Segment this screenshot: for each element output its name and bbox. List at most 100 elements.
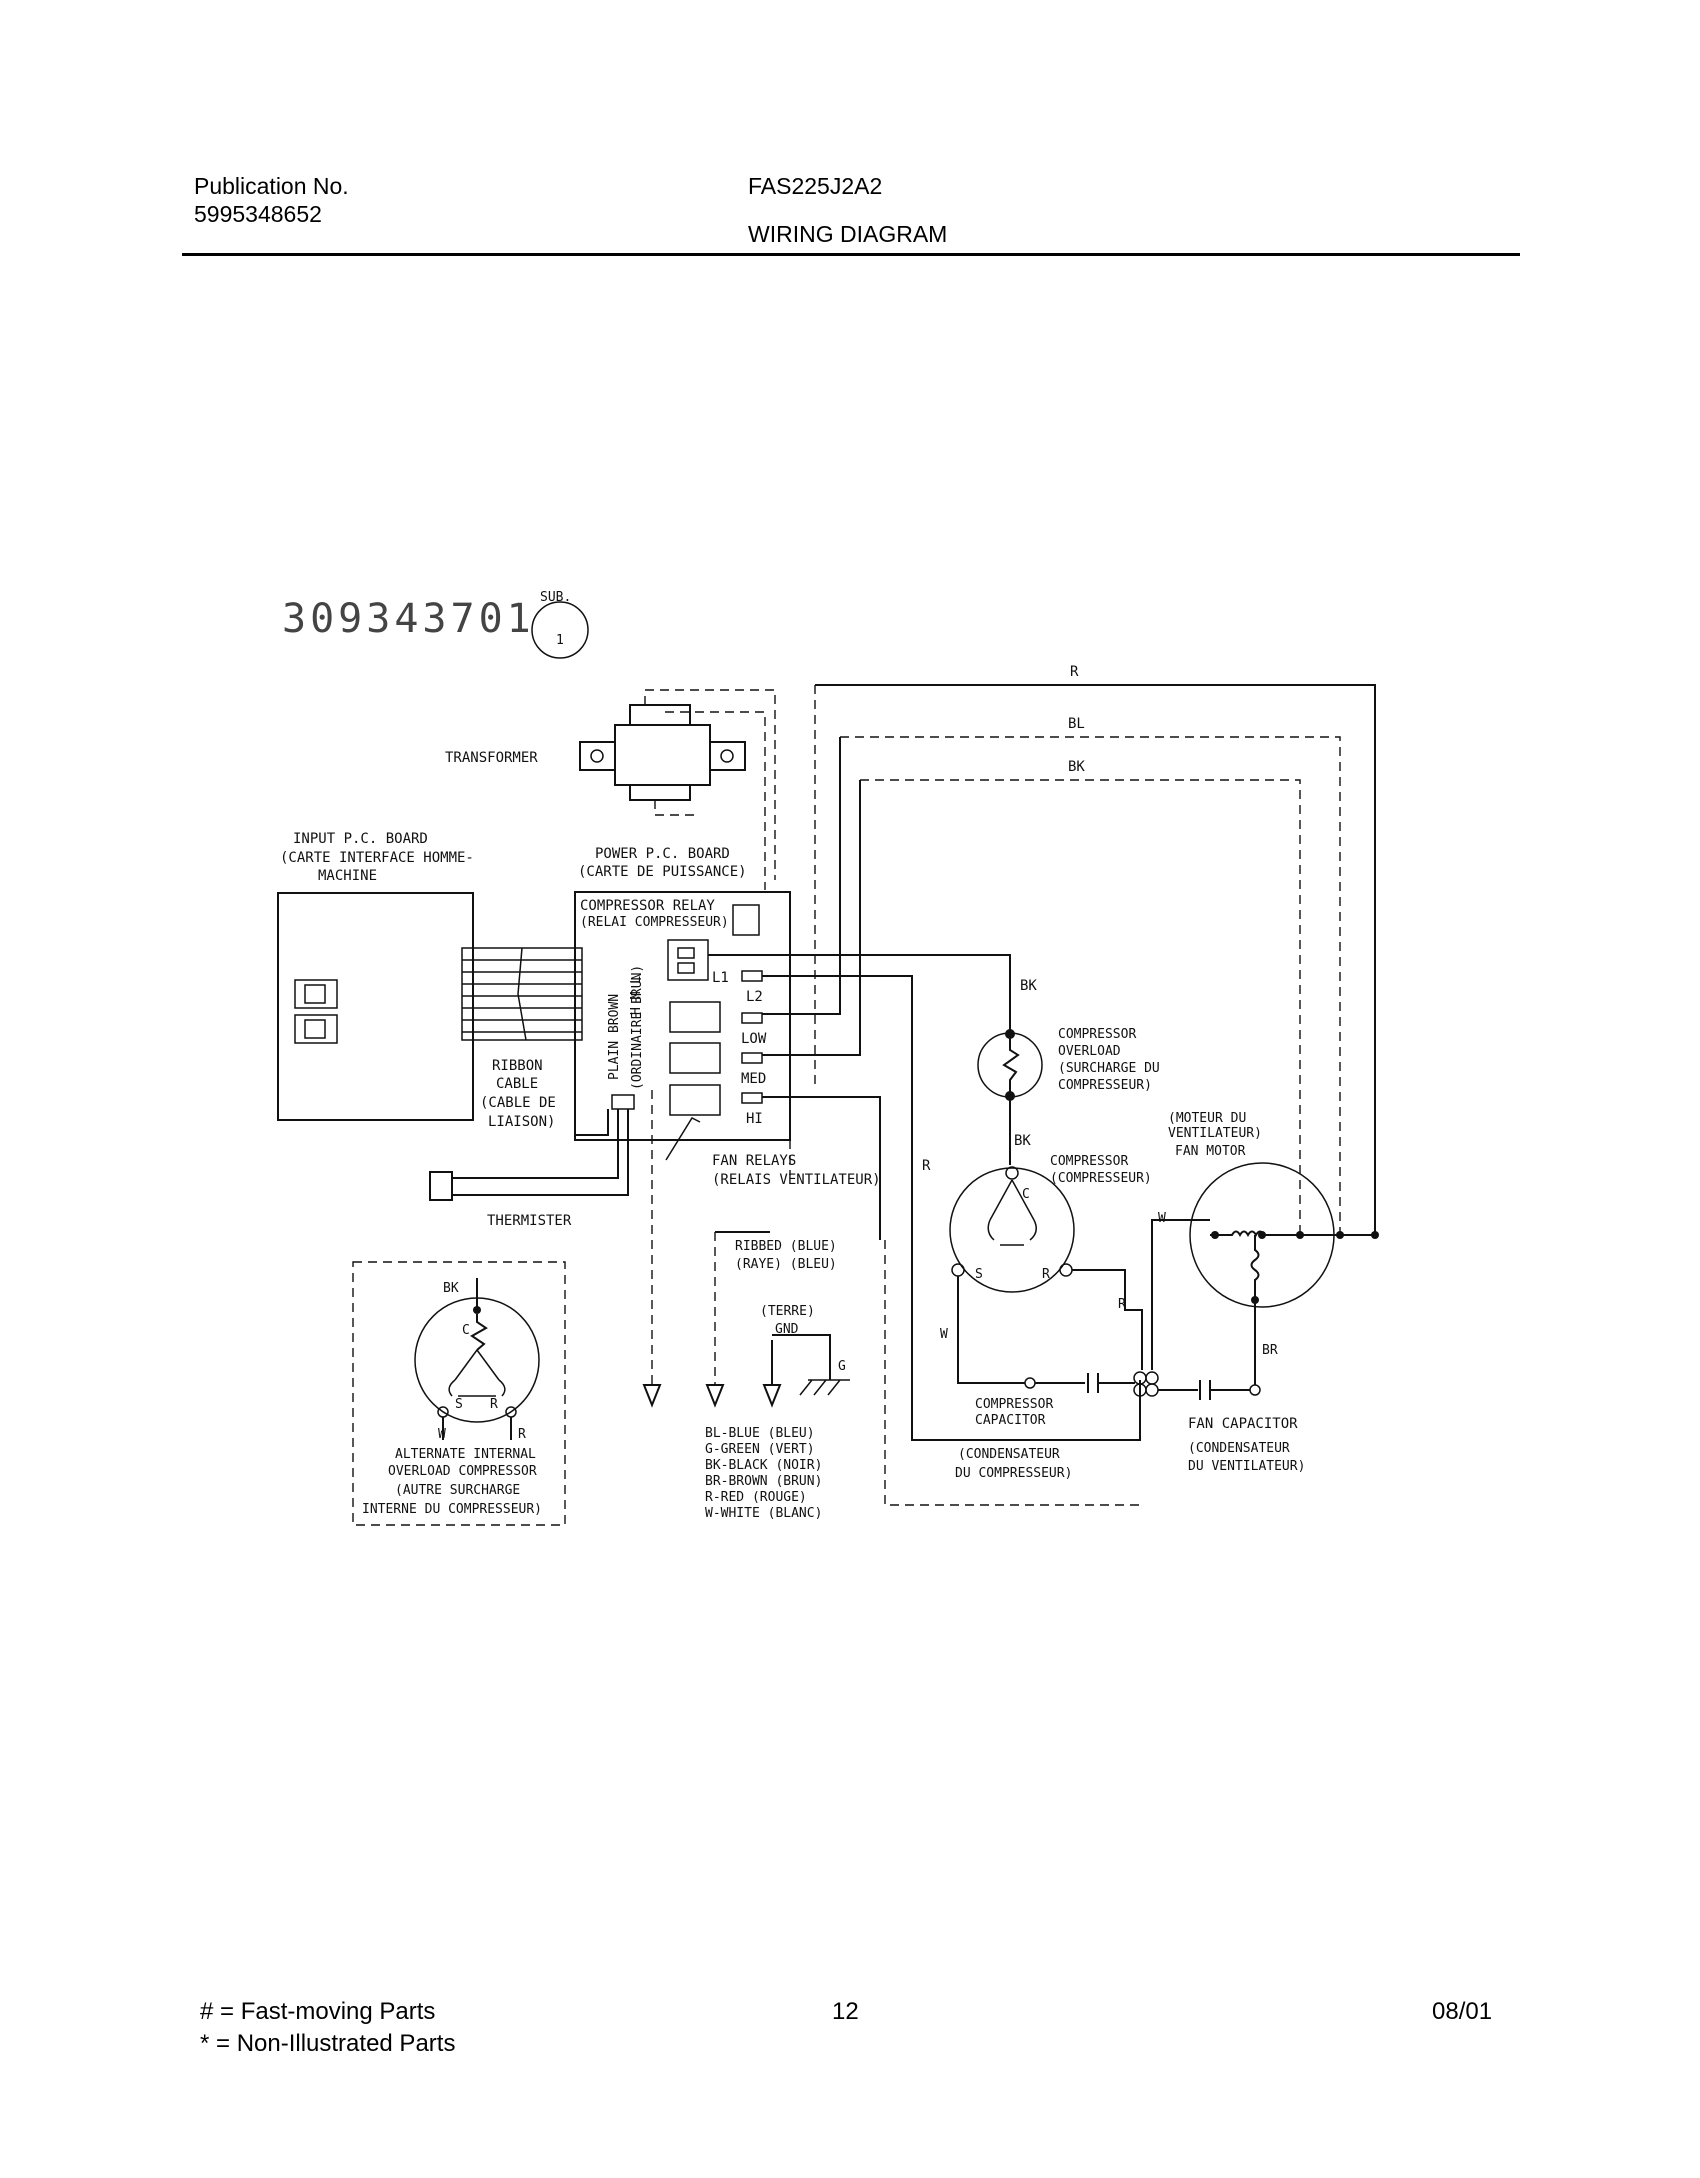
- fan-relays-line2: (RELAIS VENTILATEUR): [712, 1172, 881, 1188]
- power-board: [574, 891, 791, 1141]
- compressor-line1: COMPRESSOR: [1050, 1154, 1128, 1169]
- power-board-line2: (CARTE DE PUISSANCE): [578, 864, 747, 880]
- legend-non-illustrated: * = Non-Illustrated Parts: [200, 2030, 456, 2057]
- ribbon-cable: [461, 947, 583, 1041]
- publication-date: 08/01: [1432, 1998, 1493, 2025]
- color-legend-5: W-WHITE (BLANC): [705, 1506, 822, 1521]
- plain-brown-label: PLAIN BROWN: [607, 994, 622, 1080]
- fan-motor-line2: VENTILATEUR): [1168, 1126, 1262, 1141]
- part-number: 309343701: [282, 596, 535, 642]
- comp-cap-fr-line1: (CONDENSATEUR: [958, 1447, 1060, 1462]
- sub-circle: [531, 601, 589, 659]
- compressor-relay-line2: (RELAI COMPRESSEUR): [580, 915, 729, 930]
- power-board-line1: POWER P.C. BOARD: [595, 846, 730, 862]
- color-legend-2: BK-BLACK (NOIR): [705, 1458, 822, 1473]
- ribbon-cable-line3: (CABLE DE: [480, 1095, 556, 1111]
- fan-cap-line1: FAN CAPACITOR: [1188, 1416, 1298, 1432]
- wire-br: BR: [1262, 1343, 1278, 1358]
- input-board-line2: (CARTE INTERFACE HOMME-: [280, 850, 474, 866]
- alternate-overload-inset: [352, 1261, 566, 1526]
- wire-blue: [762, 736, 1341, 1235]
- wire-bk-top: BK: [1068, 759, 1085, 775]
- compressor: [949, 1166, 1075, 1293]
- alt-line1: ALTERNATE INTERNAL: [395, 1447, 536, 1462]
- terminal-l2: L2: [746, 989, 763, 1005]
- ribbon-cable-line4: LIAISON): [488, 1114, 555, 1130]
- terminal-med: MED: [741, 1071, 766, 1087]
- fan-relays-line1: FAN RELAYS: [712, 1153, 796, 1169]
- ribbon-cable-line2: CABLE: [496, 1076, 538, 1092]
- alt-line4: INTERNE DU COMPRESSEUR): [362, 1502, 542, 1517]
- sub-label: SUB.: [540, 590, 571, 605]
- input-board-line1: INPUT P.C. BOARD: [293, 831, 428, 847]
- terminal-hi: HI: [746, 1111, 763, 1127]
- ground-g: G: [838, 1359, 846, 1374]
- fan-motor: [1189, 1162, 1379, 1385]
- wire-dashed-bottom: [789, 900, 1140, 1506]
- terminal-low: LOW: [741, 1031, 767, 1047]
- compressor-s: S: [975, 1267, 983, 1282]
- wire-r-l2: R: [922, 1158, 931, 1174]
- legend-fast-moving: # = Fast-moving Parts: [200, 1998, 436, 2025]
- fan-motor-line1: (MOTEUR DU: [1168, 1111, 1246, 1126]
- fan-relays: [669, 1001, 721, 1116]
- overload-line1: COMPRESSOR: [1058, 1027, 1136, 1042]
- overload-line3: (SURCHARGE DU: [1058, 1061, 1160, 1076]
- ground-section: [642, 1090, 850, 1408]
- overload-line4: COMPRESSEUR): [1058, 1078, 1152, 1093]
- fan-capacitor: [1158, 1380, 1261, 1400]
- header-rule: [182, 253, 1520, 256]
- color-legend-1: G-GREEN (VERT): [705, 1442, 815, 1457]
- fan-cap-line3: DU VENTILATEUR): [1188, 1459, 1305, 1474]
- transformer-label: TRANSFORMER: [445, 750, 538, 766]
- wire-red: [814, 684, 1376, 1235]
- sub-number: 1: [556, 633, 564, 648]
- color-legend-3: BR-BROWN (BRUN): [705, 1474, 822, 1489]
- page-number: 12: [832, 1998, 859, 2025]
- thermister-label: THERMISTER: [487, 1213, 572, 1229]
- ribbon-cable-line1: RIBBON: [492, 1058, 543, 1074]
- wire-hi: [762, 1096, 881, 1240]
- fan-motor-line3: FAN MOTOR: [1175, 1144, 1246, 1159]
- transformer: [579, 689, 776, 890]
- wire-w-s: W: [940, 1327, 948, 1342]
- alt-c: C: [462, 1323, 470, 1338]
- ground-line1: (TERRE): [760, 1304, 815, 1319]
- publication-label: Publication No.: [194, 173, 349, 199]
- alt-line2: OVERLOAD COMPRESSOR: [388, 1464, 537, 1479]
- wire-l1-to-overload: [708, 954, 1011, 1030]
- fan-relays-pointer: [665, 1117, 701, 1161]
- model-number: FAS225J2A2: [748, 173, 883, 199]
- wire-bk-overload: BK: [1014, 1133, 1031, 1149]
- ribbed-line1: RIBBED (BLUE): [735, 1239, 837, 1254]
- alt-r2: R: [518, 1427, 526, 1442]
- compressor-capacitor: [957, 1219, 1210, 1397]
- publication-number: 5995348652: [194, 201, 322, 227]
- wire-r-cap: R: [1118, 1297, 1126, 1312]
- terminal-l1: L1: [712, 970, 729, 986]
- input-board-line3: MACHINE: [318, 868, 377, 884]
- compressor-r: R: [1042, 1267, 1050, 1282]
- compressor-c: C: [1022, 1187, 1030, 1202]
- wire-l2-red: [762, 975, 1141, 1441]
- fan-speed-letters: H M L: [629, 976, 644, 1015]
- color-legend-4: R-RED (ROUGE): [705, 1490, 807, 1505]
- wire-r-top: R: [1070, 664, 1079, 680]
- compressor-relay-contacts: [667, 939, 709, 981]
- plain-brown-label-fr: (ORDINAIRE BRUN): [630, 965, 645, 1090]
- compressor-relay-line1: COMPRESSOR RELAY: [580, 898, 715, 914]
- wire-bk-l1: BK: [1020, 978, 1037, 994]
- wire-bl-top: BL: [1068, 716, 1085, 732]
- comp-cap-fr-line2: DU COMPRESSEUR): [955, 1466, 1072, 1481]
- color-legend-0: BL-BLUE (BLEU): [705, 1426, 815, 1441]
- compressor-overload: [977, 1029, 1043, 1165]
- compressor-line2: (COMPRESSEUR): [1050, 1171, 1152, 1186]
- comp-cap-line1: COMPRESSOR: [975, 1397, 1053, 1412]
- thermister: [429, 1094, 635, 1201]
- wire-black: [762, 779, 1301, 1235]
- comp-cap-line2: CAPACITOR: [975, 1413, 1046, 1428]
- overload-line2: OVERLOAD: [1058, 1044, 1121, 1059]
- alt-s: S: [455, 1397, 463, 1412]
- input-board: [277, 892, 474, 1121]
